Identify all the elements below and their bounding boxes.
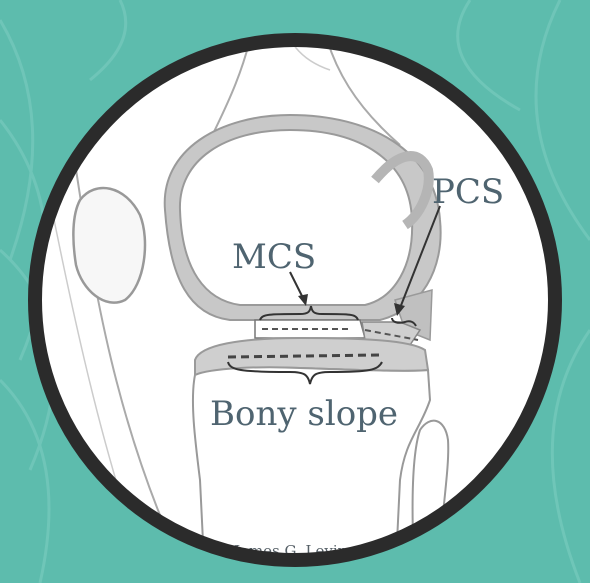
mcs-label: MCS [232, 237, 316, 277]
bony-slope-label: Bony slope [210, 394, 398, 434]
meniscus [255, 320, 365, 338]
pcs-label: PCS [432, 172, 504, 212]
patella [73, 188, 145, 303]
femoral-condyle [180, 130, 412, 305]
